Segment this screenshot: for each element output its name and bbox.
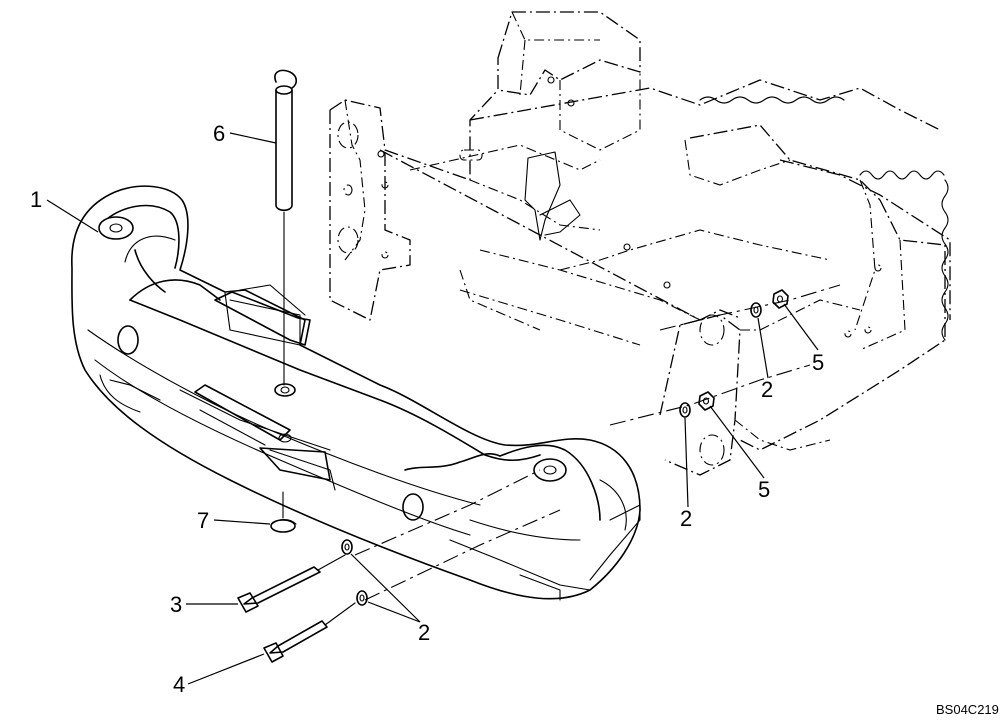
callout-labels: 1 2 2 2 3 4 5 5 6 7 <box>30 121 824 697</box>
callout-7: 7 <box>197 508 209 533</box>
counterweight <box>71 185 641 601</box>
callout-1: 1 <box>30 187 42 212</box>
washers <box>341 302 762 606</box>
assembly-centerlines <box>354 284 841 601</box>
drawing-code: BS04C219 <box>936 702 999 717</box>
callout-6: 6 <box>213 121 225 146</box>
callout-5-a: 5 <box>812 350 824 375</box>
leader-lines <box>46 132 819 685</box>
lynch-pin <box>270 491 297 533</box>
callout-2-a: 2 <box>680 506 692 531</box>
bolt-4 <box>263 602 356 663</box>
hitch-pin <box>274 69 298 386</box>
callout-5-b: 5 <box>758 477 770 502</box>
callout-2-b: 2 <box>761 377 773 402</box>
callout-2-c: 2 <box>418 620 430 645</box>
callout-3: 3 <box>170 592 182 617</box>
callout-4: 4 <box>173 672 185 697</box>
bolt-3 <box>237 554 346 613</box>
nuts <box>698 289 789 411</box>
chassis-frame-phantom <box>329 11 951 476</box>
